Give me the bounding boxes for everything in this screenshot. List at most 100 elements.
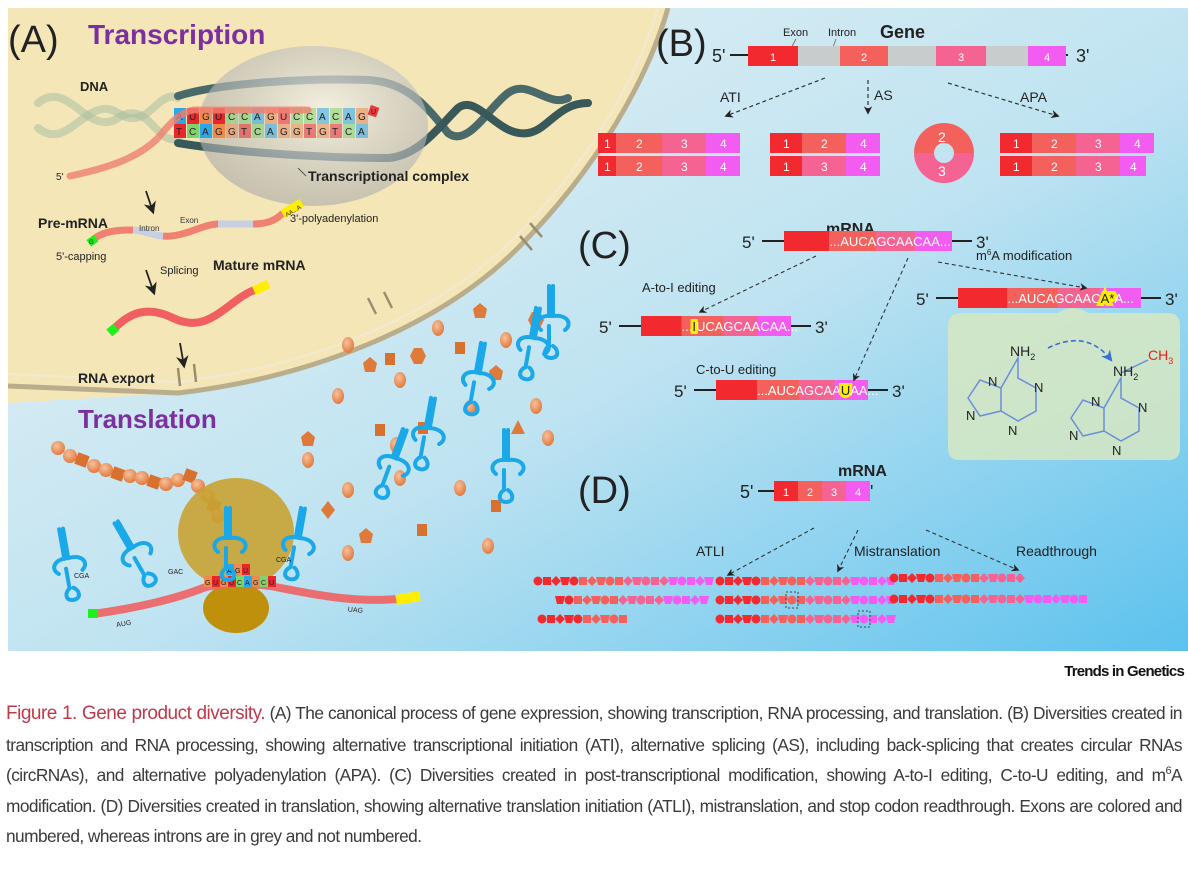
figure-illustration: (A) Transcription DNA Transcriptional co… (8, 8, 1188, 651)
a-to-i-edited-base: I (692, 319, 696, 334)
trna (373, 427, 411, 500)
residue (583, 615, 591, 623)
d-exon (798, 481, 822, 501)
residue (1043, 595, 1051, 603)
ati-isoform-2-exon-number: 3 (681, 160, 688, 174)
ring-nitrogen: N (988, 374, 997, 389)
gene-title: Gene (880, 22, 925, 42)
codon-base (228, 576, 236, 587)
trna (535, 284, 571, 361)
base-bottom (304, 124, 316, 138)
base-letter: C (332, 112, 339, 123)
gene-intron (888, 46, 936, 66)
base-letter: C (241, 112, 248, 123)
residue (778, 577, 788, 585)
base-letter: U (189, 112, 196, 123)
residue (916, 595, 926, 603)
gene-exon (1028, 46, 1066, 66)
residue (1060, 595, 1070, 603)
residue (769, 595, 779, 605)
residue (596, 577, 606, 585)
nascent-peptide-chain (51, 441, 225, 523)
panel-d-arrows (726, 527, 1020, 576)
amino-acid (135, 471, 149, 485)
residue (1069, 594, 1079, 604)
a-to-i-3prime: 3' (815, 318, 828, 337)
base-letter: U (215, 112, 222, 123)
amino-acid (302, 452, 314, 468)
base-letter: T (241, 127, 247, 138)
codon-base (244, 576, 252, 587)
residue (814, 615, 824, 623)
residue (850, 596, 860, 604)
codon-letter: G (221, 580, 226, 587)
panel-d-label: (D) (578, 470, 631, 512)
amino-acid (63, 449, 77, 463)
residue (715, 595, 725, 605)
residue (654, 595, 664, 605)
mistranslation-product-1 (715, 576, 896, 586)
residue (833, 577, 841, 585)
arrow-splicing (144, 269, 157, 296)
residue (787, 576, 797, 586)
as-isoform-1-exon-number: 1 (783, 137, 790, 151)
figure-panel: (A) Transcription DNA Transcriptional co… (8, 8, 1188, 651)
base-letter: C (306, 112, 313, 123)
residue (704, 577, 714, 585)
residue (935, 574, 943, 582)
intron-label: Intron (139, 224, 159, 233)
nucleus (8, 8, 668, 403)
route-mistranslation: Mistranslation (854, 543, 940, 559)
route-atli: ATLI (696, 543, 725, 559)
residue (889, 594, 899, 604)
ati-isoform-1-exon (706, 133, 740, 153)
polya-tail (280, 199, 305, 218)
residue (641, 576, 651, 586)
nuclear-pores (176, 222, 543, 387)
residue (742, 596, 752, 604)
codon-letter: C (237, 580, 242, 587)
as-isoform-1-exon-number: 2 (821, 137, 828, 151)
residue (1007, 595, 1015, 603)
c-to-u-segment (834, 380, 868, 400)
nascent-rna (66, 106, 312, 180)
base-letter: C (293, 112, 300, 123)
pre-mrna-cap (86, 234, 99, 247)
apa-isoform-2-exon (1076, 156, 1120, 176)
complex-label: Transcriptional complex (308, 168, 469, 184)
caption-title: Figure 1. Gene product diversity. (6, 703, 266, 724)
c-to-u-edited-base: U (841, 383, 850, 398)
codon-base (252, 576, 260, 587)
residue (659, 576, 669, 586)
a-to-i-segment (641, 316, 682, 336)
as-isoform-1-exon-number: 4 (860, 137, 867, 151)
caption-superscript: 6 (1165, 765, 1172, 778)
ring-nitrogen: N (1091, 394, 1100, 409)
apa-isoform-1-exon-number: 1 (1013, 137, 1020, 151)
m6a-sequence: ...AUCAGCAACA*A... (1007, 291, 1133, 306)
ati-isoform-2-exon-number: 1 (604, 160, 611, 174)
residue (761, 615, 769, 623)
base-bottom (278, 124, 290, 138)
residue (574, 596, 582, 604)
residue (1024, 595, 1034, 603)
residue (1007, 574, 1015, 582)
ati-isoform-1-exon (616, 133, 662, 153)
residue (869, 596, 877, 604)
residue (988, 595, 998, 603)
panel-b-arrows (724, 77, 1060, 119)
amino-acid (359, 528, 373, 543)
base-letter: A (358, 127, 365, 138)
as-isoform-1-exon (770, 133, 802, 153)
mistranslated-residue-box (785, 591, 799, 609)
gene-5prime: 5' (712, 46, 725, 66)
readthrough-product-1 (889, 573, 1025, 583)
atli-product-1 (533, 576, 714, 586)
base-top (330, 108, 342, 124)
residue (797, 596, 805, 604)
residue (725, 596, 733, 604)
base-bottom (317, 124, 329, 138)
ati-isoform-2-exon (598, 156, 616, 176)
